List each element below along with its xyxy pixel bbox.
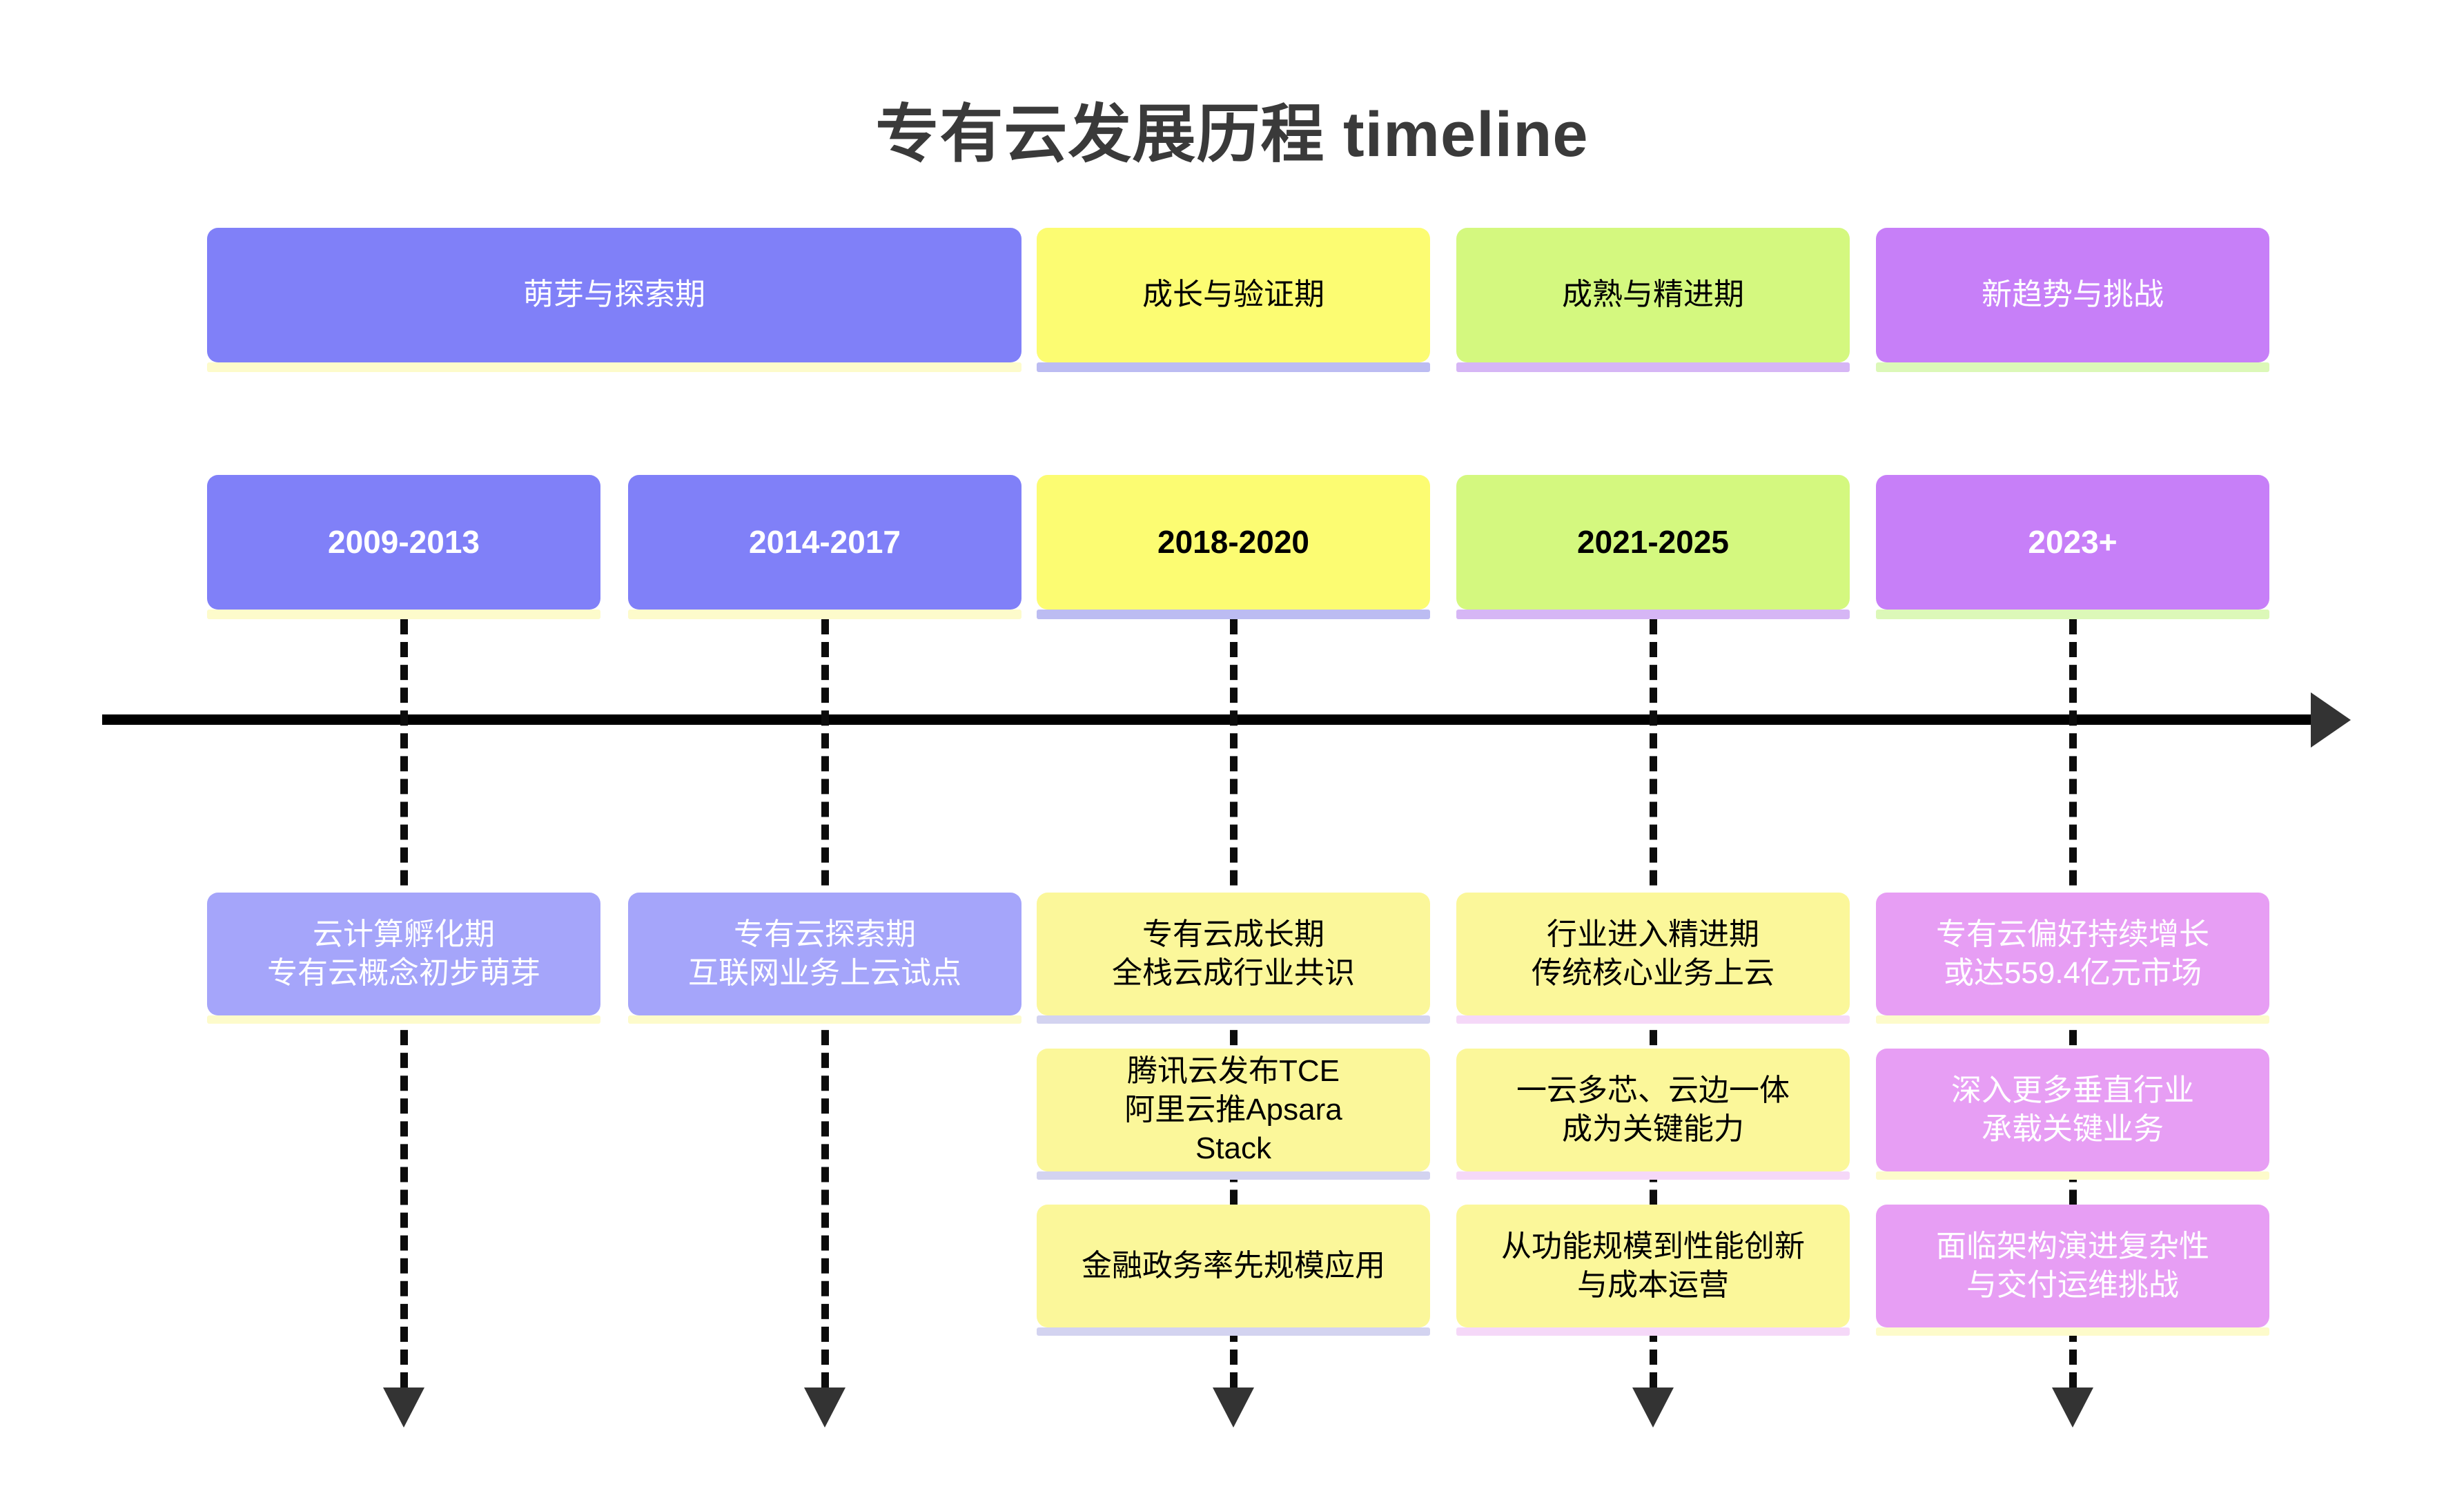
event-box-3-2[interactable]: 腾讯云发布TCE 阿里云推Apsara Stack [1037, 1049, 1430, 1171]
period-box-1-shadow [207, 610, 600, 619]
connector-arrow-icon-3 [1213, 1388, 1254, 1428]
event-box-2-1-shadow [628, 1015, 1021, 1024]
phase-bar-5-shadow [1876, 362, 2269, 372]
period-box-4-shadow [1456, 610, 1850, 619]
event-box-1-1[interactable]: 云计算孵化期 专有云概念初步萌芽 [207, 893, 600, 1015]
connector-arrow-icon-1 [383, 1388, 424, 1428]
phase-bar-3[interactable]: 成长与验证期 [1037, 228, 1430, 362]
event-box-5-3-shadow [1876, 1327, 2269, 1336]
phase-bar-5[interactable]: 新趋势与挑战 [1876, 228, 2269, 362]
event-box-5-3[interactable]: 面临架构演进复杂性 与交付运维挑战 [1876, 1205, 2269, 1327]
event-box-3-2-shadow [1037, 1171, 1430, 1180]
event-box-3-1[interactable]: 专有云成长期 全栈云成行业共识 [1037, 893, 1430, 1015]
page-title: 专有云发展历程 timeline [875, 99, 1589, 170]
period-box-1[interactable]: 2009-2013 [207, 475, 600, 610]
event-box-3-1-shadow [1037, 1015, 1430, 1024]
phase-bar-3-shadow [1037, 362, 1430, 372]
event-box-3-3-shadow [1037, 1327, 1430, 1336]
timeline-axis-line [102, 714, 2321, 725]
event-box-4-3-shadow [1456, 1327, 1850, 1336]
period-box-5-shadow [1876, 610, 2269, 619]
event-box-5-1[interactable]: 专有云偏好持续增长 或达559.4亿元市场 [1876, 893, 2269, 1015]
event-box-4-2-shadow [1456, 1171, 1850, 1180]
phase-bar-4[interactable]: 成熟与精进期 [1456, 228, 1850, 362]
period-box-4[interactable]: 2021-2025 [1456, 475, 1850, 610]
event-box-1-1-shadow [207, 1015, 600, 1024]
event-box-5-2-shadow [1876, 1171, 2269, 1180]
period-box-2[interactable]: 2014-2017 [628, 475, 1021, 610]
event-box-4-1[interactable]: 行业进入精进期 传统核心业务上云 [1456, 893, 1850, 1015]
event-box-5-1-shadow [1876, 1015, 2269, 1024]
connector-arrow-icon-5 [2052, 1388, 2093, 1428]
event-box-5-2[interactable]: 深入更多垂直行业 承载关键业务 [1876, 1049, 2269, 1171]
connector-arrow-icon-2 [804, 1388, 845, 1428]
period-box-2-shadow [628, 610, 1021, 619]
timeline-arrow-icon [2311, 692, 2351, 748]
period-box-3-shadow [1037, 610, 1430, 619]
phase-bar-1-shadow [207, 362, 1021, 372]
event-box-3-3[interactable]: 金融政务率先规模应用 [1037, 1205, 1430, 1327]
period-box-5[interactable]: 2023+ [1876, 475, 2269, 610]
event-box-4-2[interactable]: 一云多芯、云边一体 成为关键能力 [1456, 1049, 1850, 1171]
event-box-4-3[interactable]: 从功能规模到性能创新 与成本运营 [1456, 1205, 1850, 1327]
phase-bar-4-shadow [1456, 362, 1850, 372]
event-box-2-1[interactable]: 专有云探索期 互联网业务上云试点 [628, 893, 1021, 1015]
event-box-4-1-shadow [1456, 1015, 1850, 1024]
period-box-3[interactable]: 2018-2020 [1037, 475, 1430, 610]
connector-arrow-icon-4 [1632, 1388, 1674, 1428]
phase-bar-1[interactable]: 萌芽与探索期 [207, 228, 1021, 362]
